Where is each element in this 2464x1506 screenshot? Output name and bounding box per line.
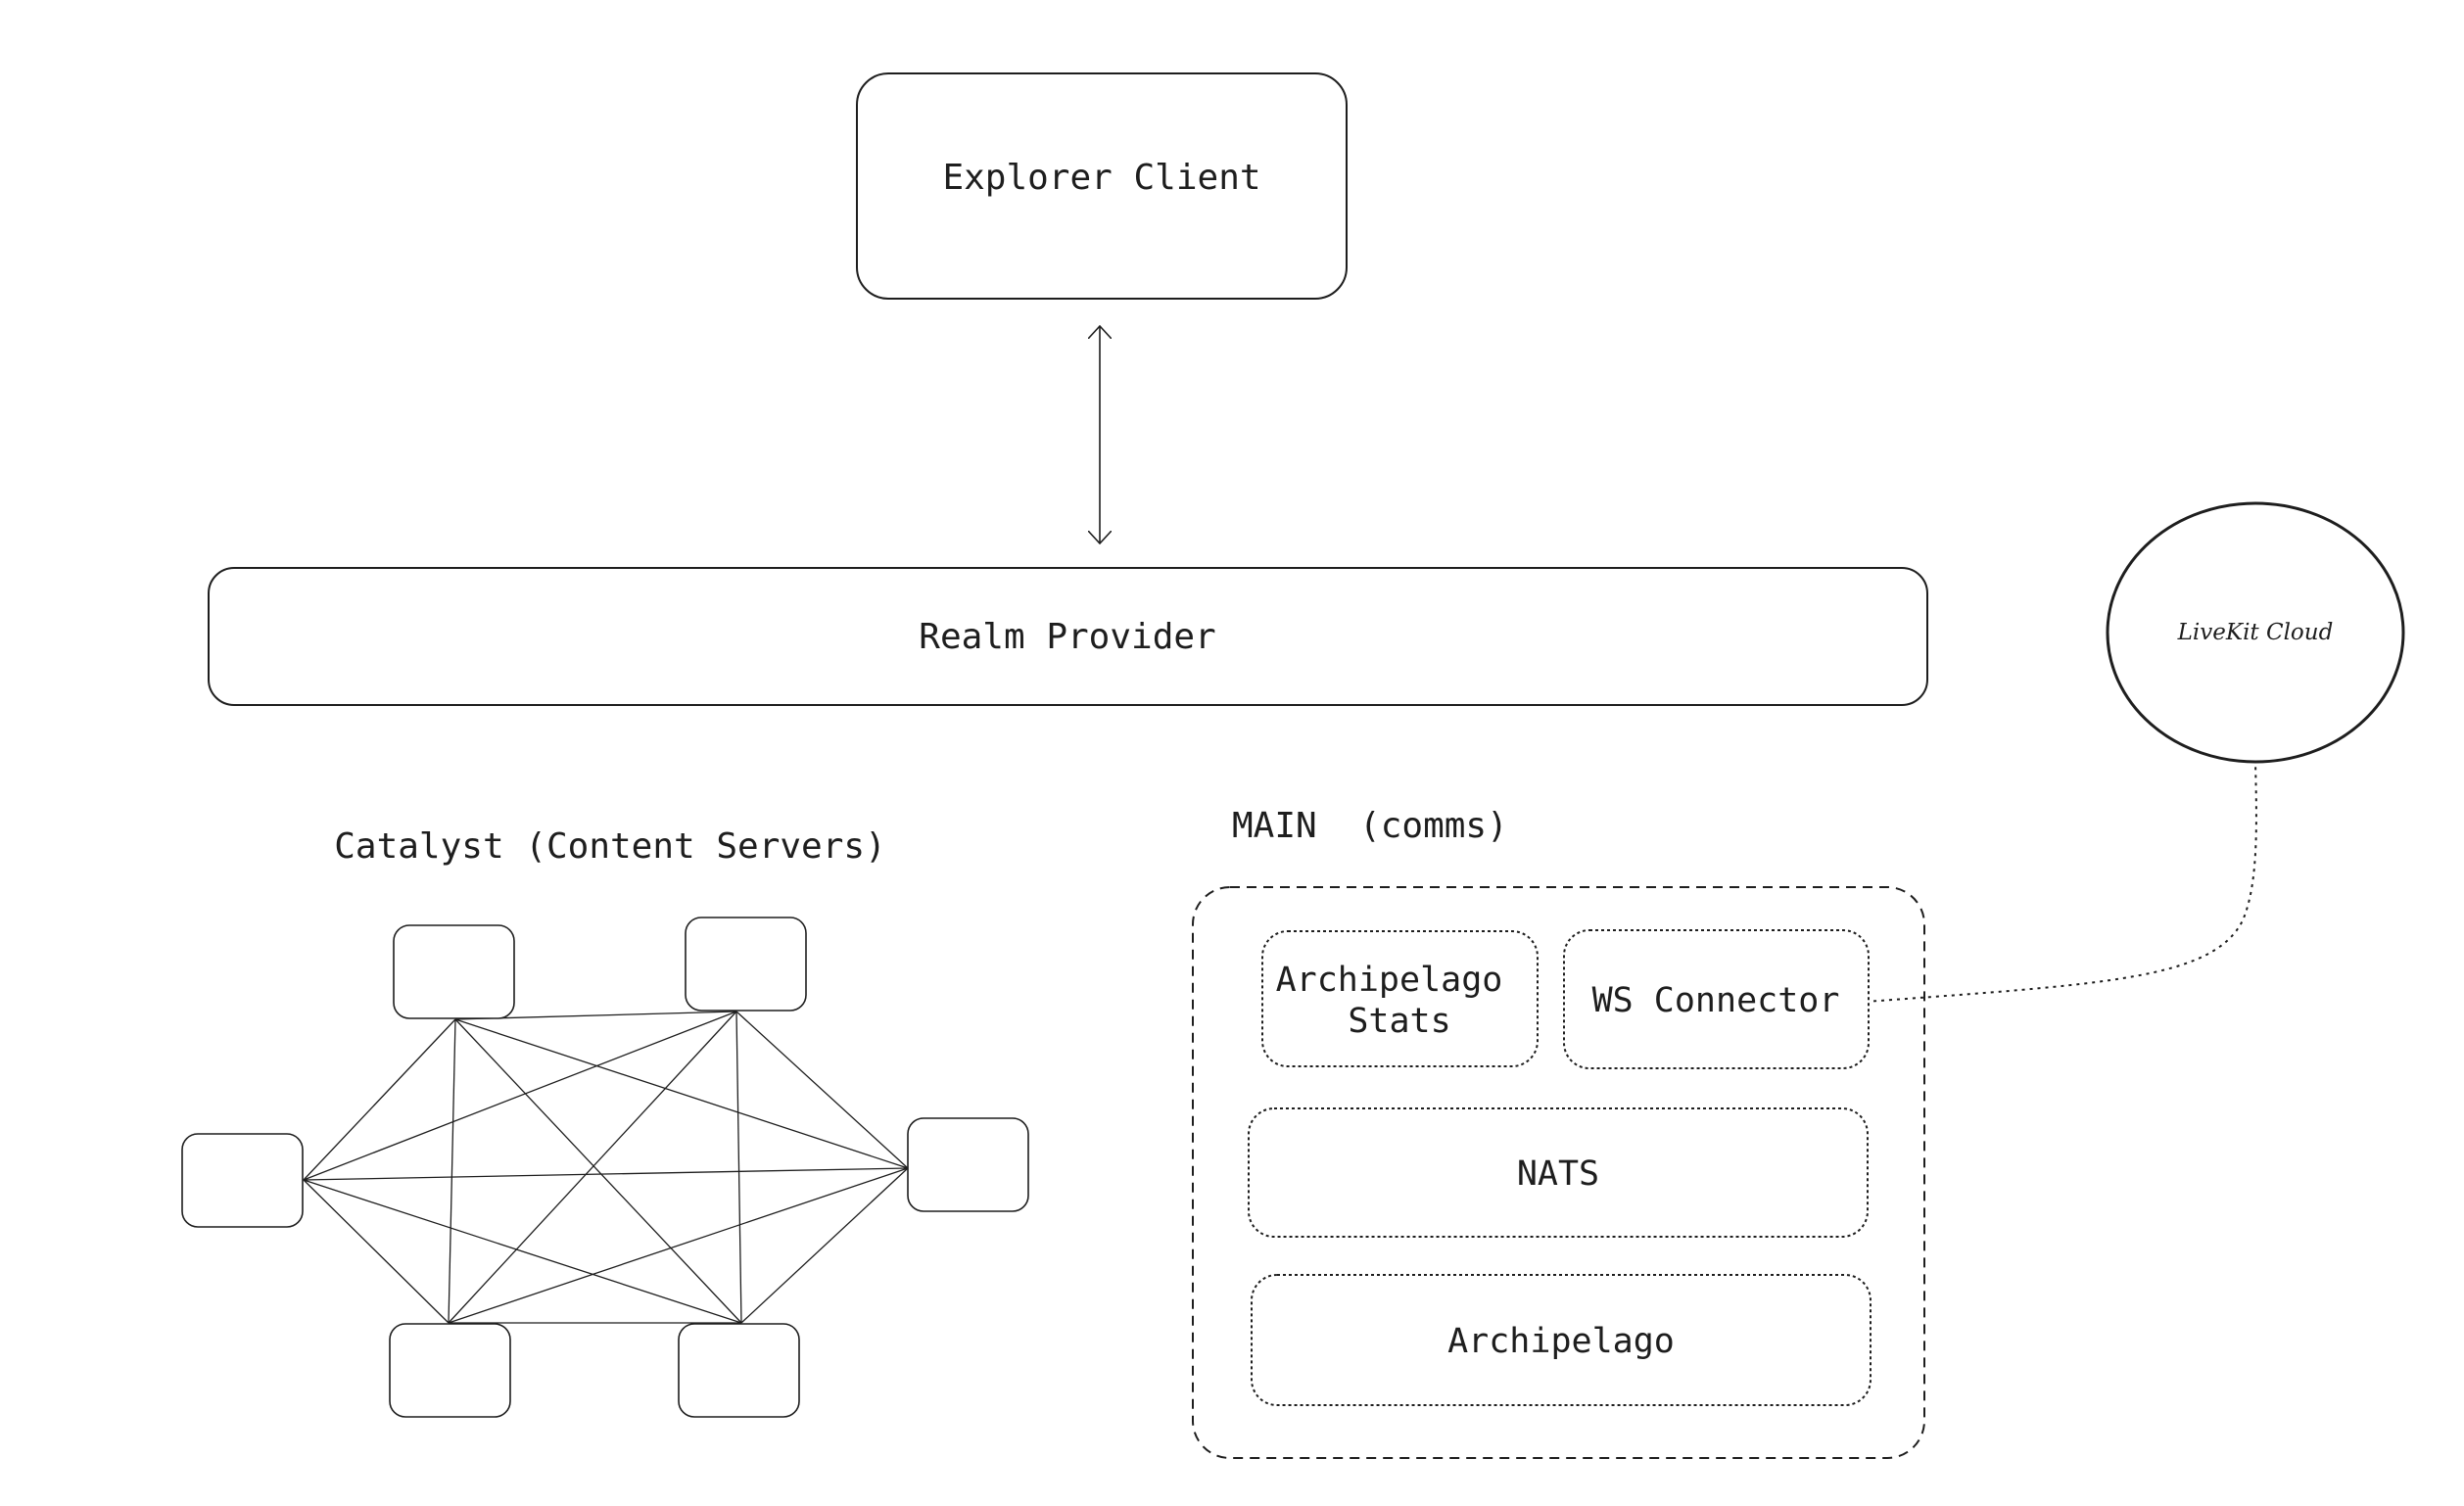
explorer-client-label: Explorer Client: [942, 158, 1260, 198]
main-comms-container: [1192, 886, 1925, 1459]
catalyst-mesh-line: [448, 1167, 909, 1324]
catalyst-mesh-line: [303, 1179, 742, 1324]
catalyst-mesh-line: [454, 1018, 909, 1169]
catalyst-mesh-line: [735, 1011, 742, 1324]
catalyst-node[interactable]: [393, 924, 515, 1019]
catalyst-mesh-line: [448, 1018, 456, 1324]
catalyst-node[interactable]: [181, 1133, 304, 1228]
archipelago-box[interactable]: Archipelago: [1251, 1274, 1872, 1406]
catalyst-node[interactable]: [389, 1323, 511, 1418]
nats-label: NATS: [1517, 1154, 1599, 1194]
archipelago-stats-box[interactable]: Archipelago Stats: [1261, 930, 1539, 1067]
catalyst-title: Catalyst (Content Servers): [334, 826, 886, 867]
catalyst-node[interactable]: [907, 1117, 1029, 1212]
catalyst-mesh-line: [303, 1167, 909, 1181]
ws-connector-label: WS Connector: [1592, 981, 1840, 1020]
archipelago-stats-label: Archipelago Stats: [1276, 961, 1524, 1041]
archipelago-label: Archipelago: [1447, 1322, 1675, 1361]
catalyst-node[interactable]: [678, 1323, 800, 1418]
archipelago-stats-line1: Archipelago: [1276, 961, 1503, 1000]
catalyst-mesh-line: [303, 1018, 456, 1181]
catalyst-mesh-line: [740, 1167, 909, 1324]
catalyst-mesh-line: [448, 1011, 737, 1324]
archipelago-stats-line2: Stats: [1348, 1002, 1450, 1041]
livekit-cloud-node[interactable]: LiveKit Cloud: [2106, 501, 2405, 764]
realm-provider-label: Realm Provider: [919, 617, 1215, 657]
ws-livekit-link: [1865, 763, 2257, 1003]
catalyst-mesh-line: [735, 1011, 909, 1169]
livekit-cloud-label: LiveKit Cloud: [2177, 620, 2334, 645]
catalyst-mesh-lines: [303, 1011, 909, 1324]
explorer-client-box[interactable]: Explorer Client: [856, 72, 1348, 300]
ws-connector-box[interactable]: WS Connector: [1563, 929, 1870, 1069]
catalyst-mesh-line: [454, 1018, 742, 1324]
realm-provider-box[interactable]: Realm Provider: [208, 567, 1928, 706]
catalyst-nodes: [181, 917, 1029, 1418]
catalyst-mesh-line: [303, 1011, 737, 1181]
main-comms-title: MAIN (comms): [1232, 806, 1508, 846]
catalyst-node[interactable]: [685, 917, 807, 1012]
catalyst-mesh-line: [303, 1179, 450, 1324]
nats-box[interactable]: NATS: [1248, 1107, 1869, 1238]
